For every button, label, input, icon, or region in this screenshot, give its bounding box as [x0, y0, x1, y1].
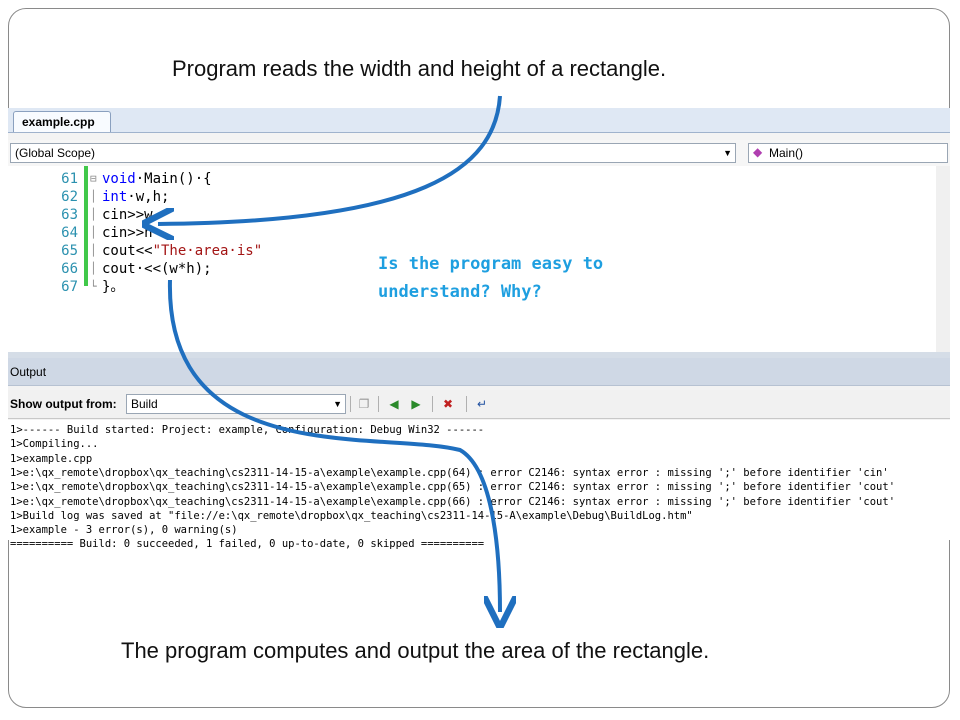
fold-marker[interactable]: ⊟ [90, 172, 97, 185]
next-message-icon[interactable]: ▶ [411, 397, 421, 411]
output-line: 1>Build log was saved at "file://e:\qx_r… [10, 509, 693, 522]
output-toolbar: Show output from: Build ▼ ❐ ◀ ▶ ✖ ↵ [8, 390, 950, 419]
toolbar-separator [432, 396, 433, 412]
scope-bar: (Global Scope) ▼ ◆ Main() [8, 140, 950, 167]
previous-message-icon[interactable]: ◀ [389, 397, 399, 411]
fold-marker[interactable]: │ [90, 190, 97, 203]
output-line: ========== Build: 0 succeeded, 1 failed,… [10, 538, 485, 551]
output-line: 1>------ Build started: Project: example… [10, 424, 485, 436]
dropdown-arrow-icon: ▼ [723, 148, 732, 158]
code-text: cout<<"The·area·is" [102, 242, 262, 260]
copy-icon[interactable]: ❐ [358, 397, 370, 411]
toolbar-separator [378, 396, 379, 412]
global-scope-dropdown[interactable]: (Global Scope) ▼ [10, 143, 736, 163]
line-number: 63 [61, 207, 78, 223]
show-output-dropdown[interactable]: Build ▼ [126, 394, 346, 414]
line-number: 66 [61, 261, 78, 277]
code-text: }。 [102, 278, 124, 296]
code-token: "The·area·is" [152, 243, 263, 259]
output-line: 1>e:\qx_remote\dropbox\qx_teaching\cs231… [10, 466, 889, 479]
editor-scrollbar[interactable] [936, 166, 950, 352]
line-number: 61 [61, 171, 78, 187]
fold-marker[interactable]: │ [90, 244, 97, 257]
fold-marker[interactable]: └ [90, 280, 97, 293]
code-token: cin>>h [102, 225, 153, 241]
change-marker-bar [84, 166, 88, 286]
line-number: 65 [61, 243, 78, 259]
code-token: cout·<<(w*h); [102, 261, 212, 277]
member-dropdown[interactable]: ◆ Main() [748, 143, 948, 163]
code-token: void [102, 171, 136, 187]
output-line: 1>example.cpp [10, 452, 93, 465]
code-text: cin>>h [102, 224, 153, 242]
member-label: Main() [769, 146, 804, 160]
output-line: 1>e:\qx_remote\dropbox\qx_teaching\cs231… [10, 481, 896, 494]
ide-window: example.cpp (Global Scope) ▼ ◆ Main() 61… [8, 108, 950, 550]
line-number: 67 [61, 279, 78, 295]
toolbar-separator [350, 396, 351, 412]
clear-all-icon[interactable]: ✖ [442, 397, 454, 411]
code-text: cin>>w [102, 206, 153, 224]
scope-label: (Global Scope) [15, 146, 96, 160]
output-line: 1>Compiling... [10, 438, 99, 451]
toolbar-separator [466, 396, 467, 412]
code-token: cin>>w [102, 207, 153, 223]
output-line: 1>example - 3 error(s), 0 warning(s) [10, 524, 238, 537]
fold-marker[interactable]: │ [90, 208, 97, 221]
output-line: 1>e:\qx_remote\dropbox\qx_teaching\cs231… [10, 495, 896, 508]
line-number: 62 [61, 189, 78, 205]
code-token: cout<< [102, 243, 153, 259]
fold-marker[interactable]: │ [90, 262, 97, 275]
code-token: }。 [102, 279, 125, 295]
editor-tab-bar: example.cpp [8, 108, 950, 133]
word-wrap-icon[interactable]: ↵ [476, 397, 488, 411]
code-text: cout·<<(w*h); [102, 260, 212, 278]
code-text: void·Main()·{ [102, 170, 212, 188]
caption-top: Program reads the width and height of a … [172, 56, 667, 81]
dropdown-arrow-icon: ▼ [333, 399, 342, 409]
code-token: int [102, 189, 128, 205]
code-token: ·Main()·{ [135, 171, 212, 187]
code-text: int·w,h; [102, 188, 169, 206]
show-output-value: Build [131, 397, 158, 411]
tab-example-cpp[interactable]: example.cpp [13, 111, 111, 132]
caption-bottom: The program computes and output the area… [121, 638, 710, 663]
fold-marker[interactable]: │ [90, 226, 97, 239]
output-pane-title: Output [8, 358, 950, 386]
question-text: Is the program easy to understand? Why? [378, 254, 604, 302]
show-output-label: Show output from: [10, 397, 117, 411]
method-icon: ◆ [753, 145, 763, 159]
code-token: ·w,h; [127, 189, 170, 205]
line-number: 64 [61, 225, 78, 241]
